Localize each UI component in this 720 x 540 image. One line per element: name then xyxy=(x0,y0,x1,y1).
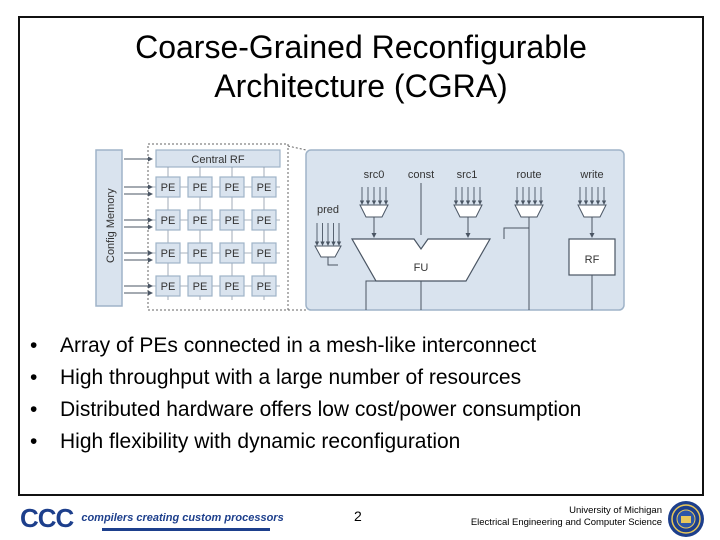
bullet-dot-icon: • xyxy=(30,430,38,453)
pe-cell-box xyxy=(187,242,213,264)
pe-cell-label: PE xyxy=(257,215,272,227)
pe-cell-box xyxy=(155,242,181,264)
fu-label: FU xyxy=(414,262,429,274)
pe-cell-box xyxy=(219,242,245,264)
pe-cell: PE xyxy=(187,209,213,231)
pe-cell-box xyxy=(155,275,181,297)
config-memory-label: Config Memory xyxy=(105,188,117,263)
pe-cell: PE xyxy=(187,275,213,297)
bullet-list: •Array of PEs connected in a mesh-like i… xyxy=(30,330,581,458)
bullet-item: •Array of PEs connected in a mesh-like i… xyxy=(30,330,581,362)
route-feedback-wire xyxy=(503,227,529,239)
pe-cell-box xyxy=(187,275,213,297)
src1-label: src1 xyxy=(457,169,478,181)
bullet-dot-icon: • xyxy=(30,334,38,357)
write-mux xyxy=(577,204,607,218)
pe-cell: PE xyxy=(251,242,277,264)
pe-cell: PE xyxy=(219,275,245,297)
pred-label: pred xyxy=(317,204,339,216)
config-memory-block xyxy=(95,149,123,307)
const-label: const xyxy=(408,169,434,181)
ccc-logo: CCC compilers creating custom processors xyxy=(20,500,284,536)
pe-cell: PE xyxy=(251,176,277,198)
pe-cell: PE xyxy=(219,176,245,198)
pe-cell: PE xyxy=(219,209,245,231)
central-rf-label: Central RF xyxy=(191,154,244,166)
pe-cell: PE xyxy=(187,242,213,264)
src1-mux xyxy=(453,204,483,218)
src0-label: src0 xyxy=(364,169,385,181)
zoom-line-top xyxy=(287,145,307,151)
pe-cell-box xyxy=(219,209,245,231)
src0-mux xyxy=(359,204,389,218)
bullet-item: •Distributed hardware offers low cost/po… xyxy=(30,394,581,426)
pe-cell-label: PE xyxy=(161,215,176,227)
rf-block xyxy=(568,238,616,276)
pe-cell-label: PE xyxy=(193,281,208,293)
ccc-logo-mark: CCC xyxy=(20,502,74,533)
pe-cell: PE xyxy=(187,176,213,198)
pe-cell-box xyxy=(251,275,277,297)
rf-label: RF xyxy=(585,254,600,266)
route-mux xyxy=(514,204,544,218)
bullet-dot-icon: • xyxy=(30,366,38,389)
pe-cell-label: PE xyxy=(225,215,240,227)
pe-cell-label: PE xyxy=(161,248,176,260)
pe-cell-label: PE xyxy=(193,248,208,260)
input-arrows xyxy=(314,187,607,246)
logo-tagline: compilers creating custom processors xyxy=(81,512,284,524)
pe-cell: PE xyxy=(219,242,245,264)
pe-cell-box xyxy=(187,209,213,231)
pe-cell: PE xyxy=(251,275,277,297)
pe-cell: PE xyxy=(155,209,181,231)
feedback-wire xyxy=(365,280,376,310)
pe-cell-label: PE xyxy=(225,248,240,260)
tagline-underline xyxy=(102,528,270,531)
fu-unit xyxy=(350,238,492,282)
pe-grid: PE PE PE PE PE PE PE PE PE PE PE PE PE PE PE PE xyxy=(155,176,277,297)
title-line-2: Architecture (CGRA) xyxy=(214,68,508,104)
title-line-1: Coarse-Grained Reconfigurable xyxy=(135,29,587,65)
route-label: route xyxy=(516,169,541,181)
bullet-dot-icon: • xyxy=(30,398,38,421)
page-number: 2 xyxy=(354,508,362,524)
pred-wire xyxy=(327,257,338,266)
university-seal-icon xyxy=(668,501,704,537)
pe-cell: PE xyxy=(155,176,181,198)
pe-cell-box xyxy=(155,176,181,198)
pe-cell-label: PE xyxy=(161,281,176,293)
pe-cell-label: PE xyxy=(257,248,272,260)
config-arrows xyxy=(124,156,153,296)
pe-cell-label: PE xyxy=(161,182,176,194)
pe-cell-box xyxy=(251,209,277,231)
pe-cell: PE xyxy=(155,242,181,264)
slide-title: Coarse-Grained Reconfigurable Architectu… xyxy=(18,28,704,106)
pe-cell-box xyxy=(251,176,277,198)
pe-cell-label: PE xyxy=(225,281,240,293)
pe-cell-box xyxy=(251,242,277,264)
write-label: write xyxy=(579,169,603,181)
pe-cell-box xyxy=(219,176,245,198)
pe-cell-label: PE xyxy=(193,215,208,227)
university-credit: University of Michigan Electrical Engine… xyxy=(471,505,662,529)
pe-cell: PE xyxy=(155,275,181,297)
pe-cell-box xyxy=(219,275,245,297)
pe-cell-label: PE xyxy=(257,182,272,194)
pe-cell-box xyxy=(187,176,213,198)
pe-cell-label: PE xyxy=(193,182,208,194)
pe-cell-box xyxy=(155,209,181,231)
department-name: Electrical Engineering and Computer Scie… xyxy=(470,517,662,528)
university-name: University of Michigan xyxy=(569,505,662,516)
pe-cell-label: PE xyxy=(225,182,240,194)
bullet-item: •High throughput with a large number of … xyxy=(30,362,581,394)
central-rf-block xyxy=(155,149,281,168)
pe-cell-label: PE xyxy=(257,281,272,293)
pe-cell: PE xyxy=(251,209,277,231)
bullet-item: •High flexibility with dynamic reconfigu… xyxy=(30,426,581,458)
slide-frame xyxy=(18,16,704,496)
pred-mux xyxy=(314,245,342,258)
